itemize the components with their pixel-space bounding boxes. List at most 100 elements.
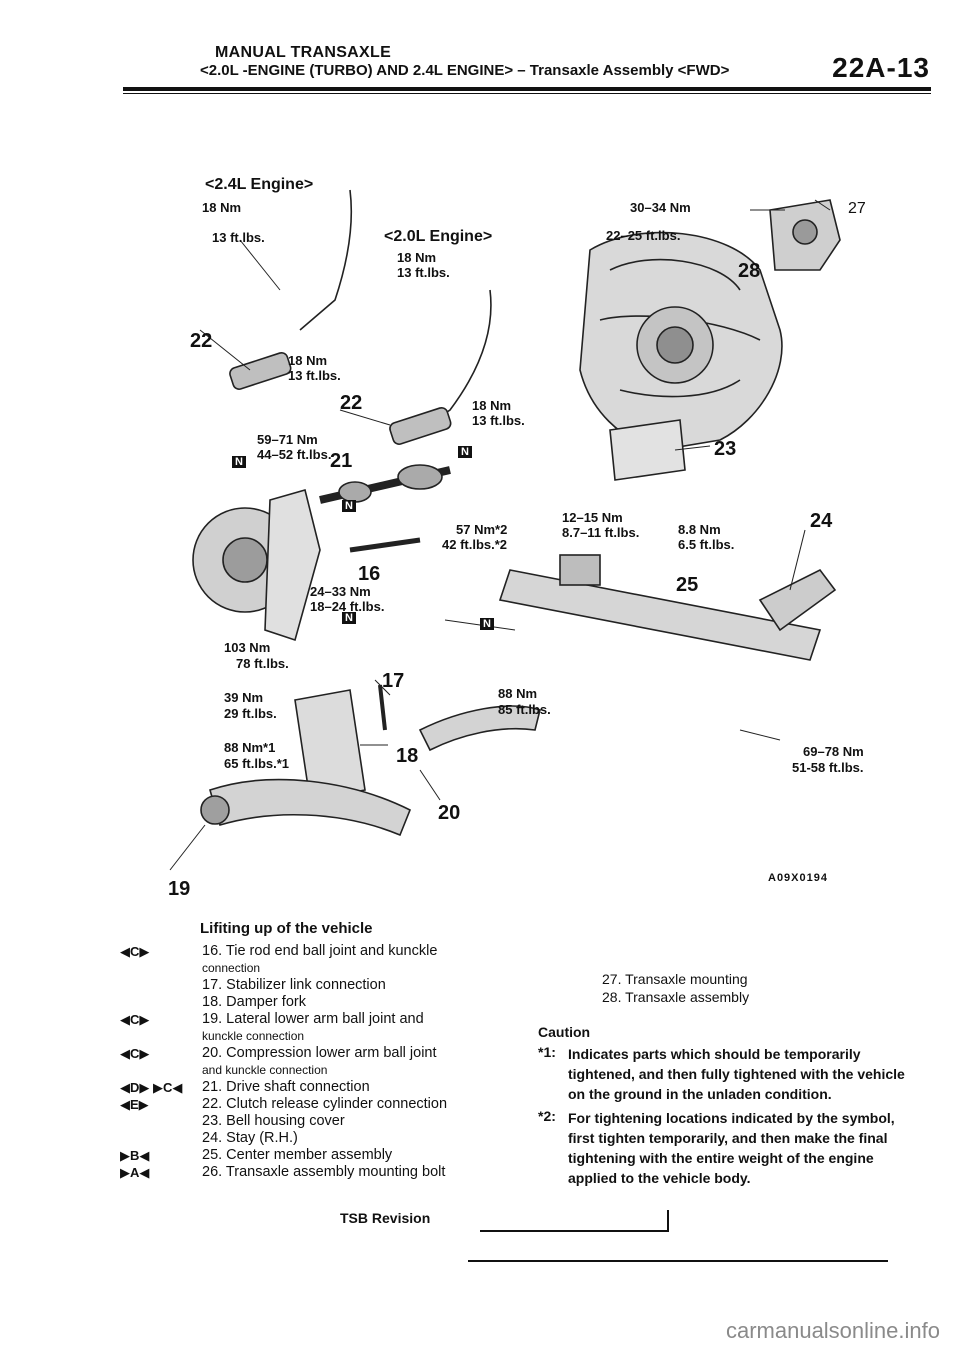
torque-label: 42 ft.lbs.*2 (442, 537, 508, 552)
clutch-line-right (419, 289, 492, 431)
transaxle-diagram: <2.4L Engine> 18 Nm 13 ft.lbs. <2.0L Eng… (120, 170, 900, 900)
figure-id: A09X0194 (768, 872, 828, 884)
service-mark: ◀E▶ (120, 1097, 149, 1112)
torque-label: 13 ft.lbs. (212, 230, 265, 245)
service-mark: ◀D▶ ▶C◀ (120, 1080, 183, 1095)
part-number: 27 (848, 200, 866, 217)
compression-lower-arm-drawing (418, 705, 541, 752)
part-number: 25 (676, 574, 699, 596)
service-mark: ◀C▶ (120, 1046, 150, 1061)
drive-shaft-drawing (319, 464, 451, 504)
torque-label: 78 ft.lbs. (236, 656, 289, 671)
torque-label: 13 ft.lbs. (288, 368, 341, 383)
caution-item: *1: Indicates parts which should be temp… (538, 1044, 918, 1104)
list-item-text: 25. Center member assembly (202, 1147, 393, 1163)
part-number: 28 (738, 260, 761, 282)
header-title: MANUAL TRANSAXLE (215, 44, 392, 61)
torque-label: 44–52 ft.lbs. (257, 447, 332, 462)
list-item-text: 20. Compression lower arm ball joint (202, 1045, 437, 1061)
list-item-text: 26. Transaxle assembly mounting bolt (202, 1164, 446, 1180)
list-item: ◀C▶ 20. Compression lower arm ball joint a… (120, 1045, 540, 1079)
list-item: ◀D▶ ▶C◀ 21. Drive shaft connection (120, 1079, 540, 1096)
torque-label: 65 ft.lbs.*1 (224, 756, 290, 771)
part-number: 16 (358, 563, 381, 585)
list-item: ◀E▶ 22. Clutch release cylinder connectio… (120, 1096, 540, 1113)
knuckle-hub-drawing (192, 489, 321, 642)
caution-text: Indicates parts which should be temporar… (568, 1046, 905, 1102)
list-item: 17. Stabilizer link connection (120, 977, 540, 994)
service-mark: ◀C▶ (120, 1012, 150, 1027)
torque-label: 13 ft.lbs. (472, 413, 525, 428)
list-item: 24. Stay (R.H.) (120, 1130, 540, 1147)
torque-label: 88 Nm*1 (224, 740, 276, 755)
torque-label: 13 ft.lbs. (397, 265, 450, 280)
n-marker: N (480, 618, 494, 630)
n-marker: N (232, 456, 246, 468)
torque-label: 69–78 Nm (803, 744, 864, 759)
list-item: 27. Transaxle mounting (602, 971, 748, 987)
transaxle-assembly-drawing (579, 231, 783, 451)
torque-label: 29 ft.lbs. (224, 706, 277, 721)
caution-item: *2: For tightening locations indicated b… (538, 1108, 918, 1188)
center-member-drawing (498, 554, 822, 661)
torque-label: 24–33 Nm (310, 584, 371, 599)
torque-label: 51-58 ft.lbs. (792, 760, 864, 775)
list-item-text: 21. Drive shaft connection (202, 1079, 370, 1095)
torque-label: 39 Nm (224, 690, 264, 705)
transaxle-mounting-drawing (769, 199, 841, 271)
list-item-text: 17. Stabilizer link connection (202, 977, 386, 993)
torque-label: 59–71 Nm (257, 432, 318, 447)
tsb-revision-box (480, 1210, 669, 1232)
engine-20-label: <2.0L Engine> (384, 228, 493, 245)
list-item-subtext: connection (202, 961, 261, 975)
part-number: 19 (168, 878, 191, 900)
tie-rod-drawing (349, 537, 421, 553)
list-item-subtext: and kunckle connection (202, 1063, 328, 1077)
n-marker: N (342, 500, 356, 512)
service-mark: ▶B◀ (120, 1148, 150, 1163)
part-number: 22 (340, 392, 363, 414)
torque-label: 18 Nm (288, 353, 328, 368)
torque-label: 8.8 Nm (678, 522, 721, 537)
part-number: 23 (714, 438, 737, 460)
n-marker: N (458, 446, 472, 458)
stabilizer-link-drawing (378, 684, 387, 731)
list-item: 23. Bell housing cover (120, 1113, 540, 1130)
footer-rule (468, 1260, 888, 1262)
part-number: 21 (330, 450, 353, 472)
torque-label: 85 ft.lbs. (498, 702, 551, 717)
release-cylinder-left (229, 351, 292, 390)
bell-housing-cover-drawing (609, 419, 686, 481)
caution-mark: *2: (538, 1108, 556, 1124)
release-cylinder-right (389, 406, 452, 445)
service-mark: ◀C▶ (120, 944, 150, 959)
header-rule (123, 87, 931, 91)
torque-label: 18 Nm (202, 200, 242, 215)
part-number: 20 (438, 802, 461, 824)
exploded-view-drawing (169, 189, 841, 871)
caution-mark: *1: (538, 1044, 556, 1060)
service-mark: ▶A◀ (120, 1165, 150, 1180)
caution-title: Caution (538, 1024, 591, 1040)
torque-label: 103 Nm (224, 640, 271, 655)
procedure-intro: Lifiting up of the vehicle (200, 920, 373, 937)
damper-fork-drawing (294, 689, 366, 801)
list-item-text: 24. Stay (R.H.) (202, 1130, 298, 1146)
caution-block: Caution *1: Indicates parts which should… (538, 1024, 918, 1188)
watermark: carmanualsonline.info (725, 1318, 940, 1343)
torque-label: 8.7–11 ft.lbs. (562, 525, 640, 540)
torque-label: 18 Nm (397, 250, 437, 265)
list-item-text: 22. Clutch release cylinder connection (202, 1096, 448, 1112)
procedure-list-right: 27. Transaxle mounting 28. Transaxle ass… (602, 970, 922, 1006)
header-subtitle: <2.0L -ENGINE (TURBO) AND 2.4L ENGINE> –… (200, 62, 730, 79)
header-rule-thin (123, 93, 931, 94)
list-item-text: 19. Lateral lower arm ball joint and (202, 1011, 424, 1027)
list-item: 18. Damper fork (120, 994, 540, 1011)
list-item: ▶B◀ 25. Center member assembly (120, 1147, 540, 1164)
torque-label: 18 Nm (472, 398, 512, 413)
page-number: 22A-13 (832, 52, 930, 83)
tsb-revision: TSB Revision (340, 1210, 431, 1226)
list-item: 28. Transaxle assembly (602, 989, 750, 1005)
part-number: 24 (810, 510, 833, 532)
